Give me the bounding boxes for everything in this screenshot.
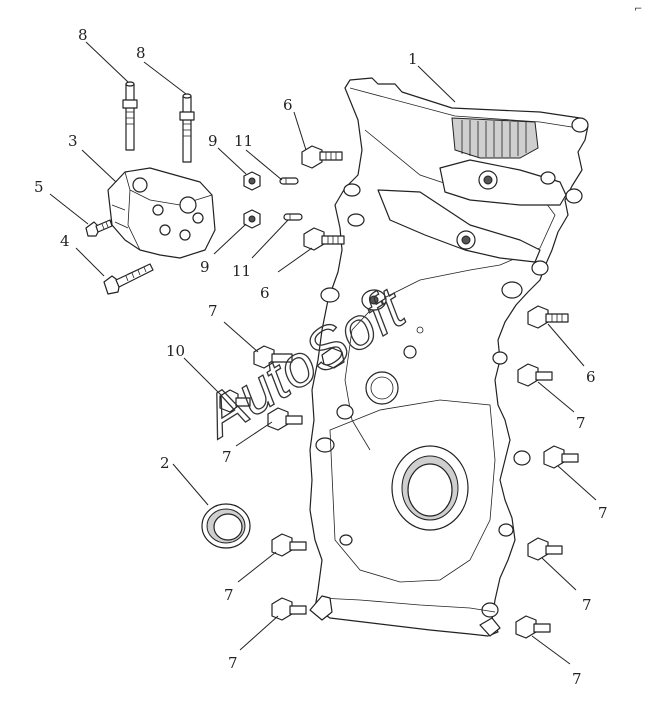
- callout-6-middle: 6: [260, 284, 270, 302]
- callout-11-lower: 11: [232, 262, 251, 280]
- nut-upper: [243, 171, 261, 191]
- callout-8-right: 8: [136, 44, 146, 62]
- callout-1: 1: [408, 50, 418, 68]
- engine-mount-bracket: [107, 167, 216, 259]
- bolt-7-b: [267, 407, 303, 431]
- bolt-6-right: [527, 305, 569, 329]
- bolt-7-h: [271, 597, 307, 621]
- bolt-7-a: [253, 345, 293, 369]
- timing-cover: [309, 77, 589, 637]
- callout-7-g: 7: [224, 586, 234, 604]
- callout-9-upper: 9: [208, 132, 218, 150]
- stud-left: [122, 81, 138, 151]
- callout-labels: 1 2 3 4 5 6 6 6 7 7 7 7 7 7 7 7 8 8 9 9 …: [34, 26, 608, 688]
- callout-7-b: 7: [222, 448, 232, 466]
- callout-7-h: 7: [228, 654, 238, 672]
- bolt-7-e: [527, 537, 563, 561]
- callout-7-a: 7: [208, 302, 218, 320]
- bolt-10: [219, 389, 251, 413]
- bolt-6-middle: [303, 227, 345, 251]
- oil-seal: [201, 503, 251, 549]
- callout-4: 4: [60, 232, 70, 250]
- bolt-7-d: [543, 445, 579, 469]
- callout-7-e: 7: [582, 596, 592, 614]
- callout-5: 5: [34, 178, 44, 196]
- bolt-6-upper: [301, 145, 343, 169]
- bolt-7-f: [515, 615, 551, 639]
- leader-lines: [49, 41, 597, 665]
- corner-mark: ⌐: [634, 4, 642, 15]
- bolt-4: [103, 263, 154, 295]
- callout-7-d: 7: [598, 504, 608, 522]
- callout-7-f: 7: [572, 670, 582, 688]
- bolt-7-c: [517, 363, 553, 387]
- bolt-7-g: [271, 533, 307, 557]
- callout-10: 10: [166, 342, 185, 360]
- bolt-5: [85, 219, 113, 237]
- callout-11-upper: 11: [234, 132, 253, 150]
- dowel-pin-lower: [283, 213, 303, 221]
- callout-2: 2: [160, 454, 170, 472]
- callout-3: 3: [68, 132, 78, 150]
- callout-6-right: 6: [586, 368, 596, 386]
- stud-right: [179, 93, 195, 163]
- callout-8-left: 8: [78, 26, 88, 44]
- callout-7-c: 7: [576, 414, 586, 432]
- vent-ribs: [461, 120, 527, 157]
- callout-6-upper: 6: [283, 96, 293, 114]
- callout-9-lower: 9: [200, 258, 210, 276]
- nut-lower: [243, 209, 261, 229]
- dowel-pin-upper: [279, 177, 299, 185]
